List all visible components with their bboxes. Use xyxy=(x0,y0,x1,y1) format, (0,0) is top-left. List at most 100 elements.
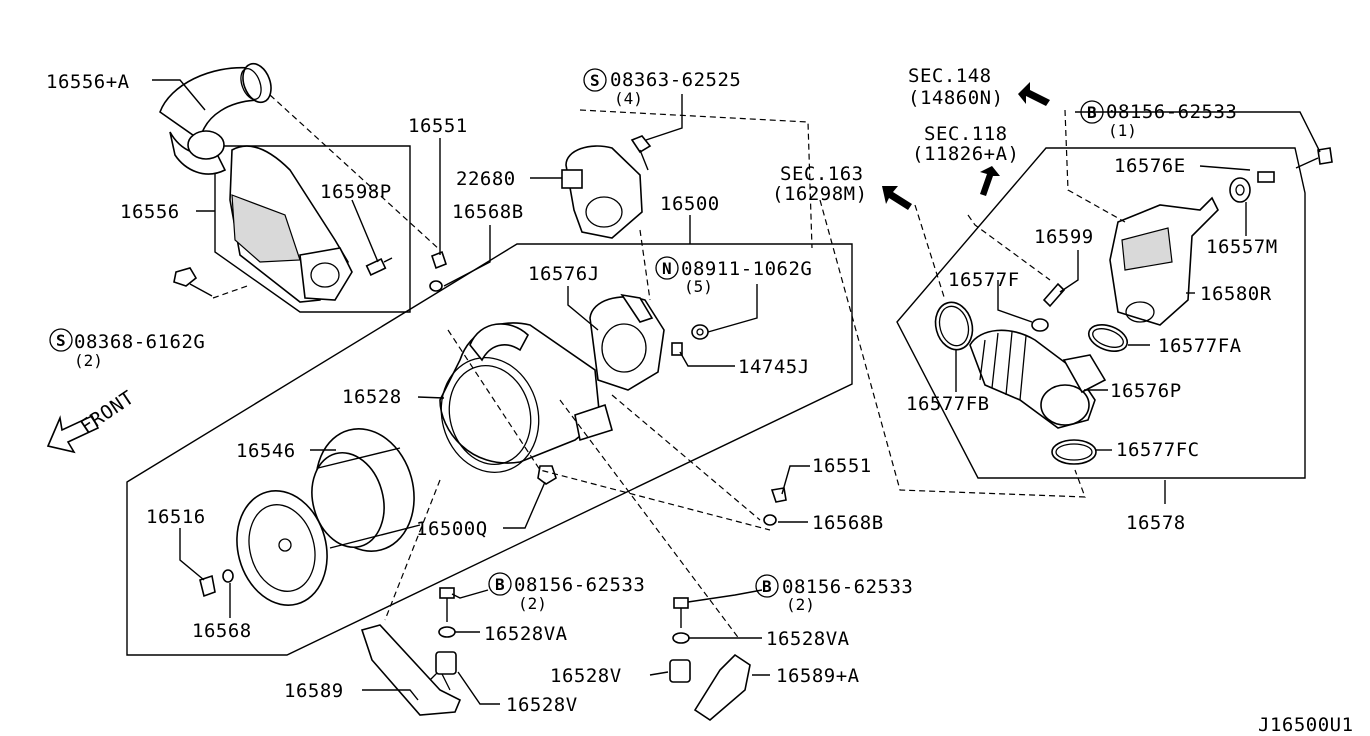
n-symbol-08911: N xyxy=(655,256,679,280)
label-16528VA-right[interactable]: 16528VA xyxy=(766,628,850,650)
resonator-group-frame xyxy=(896,147,1306,479)
qty-08156-group: (1) xyxy=(1108,121,1137,140)
air-cleaner-lid-16516[interactable] xyxy=(224,481,339,616)
intake-duct-16556[interactable] xyxy=(159,60,353,303)
label-22680[interactable]: 22680 xyxy=(456,168,516,190)
label-16556A[interactable]: 16556+A xyxy=(46,71,130,93)
bolt-08156-right[interactable] xyxy=(672,597,690,644)
label-16577FB[interactable]: 16577FB xyxy=(906,393,990,415)
label-16500Q[interactable]: 16500Q xyxy=(416,518,488,540)
svg-text:B: B xyxy=(495,575,505,594)
clip-16568[interactable] xyxy=(199,569,234,598)
dashed-link xyxy=(269,94,441,251)
label-08156-group[interactable]: 08156-62533 xyxy=(1106,101,1237,123)
air-cleaner-group-frame xyxy=(126,243,853,656)
air-cleaner-cover-16576J[interactable] xyxy=(589,293,665,391)
label-16599[interactable]: 16599 xyxy=(1034,226,1094,248)
label-08363-62525[interactable]: 08363-62525 xyxy=(610,69,741,91)
clamp-16577FC[interactable] xyxy=(1051,439,1097,465)
air-cleaner-case-16528[interactable] xyxy=(429,322,613,483)
label-16580R[interactable]: 16580R xyxy=(1200,283,1272,305)
s-symbol-08363: S xyxy=(583,68,607,92)
grommet-16500Q[interactable] xyxy=(537,465,557,485)
clamp-16577FA[interactable] xyxy=(1085,320,1131,356)
collar-16576E[interactable] xyxy=(1257,171,1275,183)
clamp-16577FB[interactable] xyxy=(930,298,977,354)
dashed-link xyxy=(559,399,741,641)
svg-text:N: N xyxy=(662,259,672,278)
qty-08156-right: (2) xyxy=(786,595,815,614)
label-sec148-sub[interactable]: (14860N) xyxy=(908,87,1004,109)
insulator-16528V-left[interactable] xyxy=(435,651,457,675)
bushing-16557M[interactable] xyxy=(1229,177,1251,203)
dashed-link xyxy=(967,214,1051,281)
label-sec148[interactable]: SEC.148 xyxy=(908,65,992,87)
bracket-16589A[interactable] xyxy=(693,653,751,722)
label-14745J[interactable]: 14745J xyxy=(738,356,810,378)
label-16568[interactable]: 16568 xyxy=(192,620,252,642)
diagram-code: J16500U1 xyxy=(1258,714,1354,736)
sensor-16598P[interactable] xyxy=(365,257,393,276)
label-sec118-sub[interactable]: (11826+A) xyxy=(912,143,1019,165)
s-symbol-08368: S xyxy=(49,328,73,352)
dashed-link xyxy=(1064,109,1126,223)
grommet-14745J[interactable] xyxy=(671,342,683,356)
label-08368-6162G[interactable]: 08368-6162G xyxy=(74,331,205,353)
label-16589A[interactable]: 16589+A xyxy=(776,665,860,687)
label-16578[interactable]: 16578 xyxy=(1126,512,1186,534)
label-sec118[interactable]: SEC.118 xyxy=(924,123,1008,145)
svg-text:B: B xyxy=(762,577,772,596)
airflow-sensor-22680[interactable] xyxy=(530,145,643,239)
qty-08368: (2) xyxy=(74,351,103,370)
bolt-08368[interactable] xyxy=(173,267,213,297)
label-16598P[interactable]: 16598P xyxy=(320,181,392,203)
label-16568B-lower[interactable]: 16568B xyxy=(812,512,884,534)
label-16556[interactable]: 16556 xyxy=(120,201,180,223)
label-16576P[interactable]: 16576P xyxy=(1110,380,1182,402)
label-16528[interactable]: 16528 xyxy=(342,386,402,408)
label-16568B-upper[interactable]: 16568B xyxy=(452,201,524,223)
front-label: FRONT xyxy=(76,387,138,439)
label-16500[interactable]: 16500 xyxy=(660,193,720,215)
label-08911-1062G[interactable]: 08911-1062G xyxy=(681,258,812,280)
label-sec163[interactable]: SEC.163 xyxy=(780,163,864,185)
dashed-link xyxy=(639,229,651,301)
bolt-08156-right-group[interactable] xyxy=(1295,147,1333,169)
dashed-link xyxy=(212,284,251,299)
label-16577FA[interactable]: 16577FA xyxy=(1158,335,1242,357)
b-symbol-08156-left: B xyxy=(488,572,512,596)
front-arrow xyxy=(46,414,100,454)
dashed-link xyxy=(611,394,761,521)
label-16546[interactable]: 16546 xyxy=(236,440,296,462)
label-16528VA-left[interactable]: 16528VA xyxy=(484,623,568,645)
label-16528V-right[interactable]: 16528V xyxy=(550,665,622,687)
label-16557M[interactable]: 16557M xyxy=(1206,236,1278,258)
label-16589[interactable]: 16589 xyxy=(284,680,344,702)
air-duct-16576P[interactable] xyxy=(969,329,1107,429)
dashed-link xyxy=(447,329,771,531)
hose-16599[interactable] xyxy=(1042,282,1066,308)
label-08156-left[interactable]: 08156-62533 xyxy=(514,574,645,596)
label-16577F[interactable]: 16577F xyxy=(948,269,1020,291)
label-16577FC[interactable]: 16577FC xyxy=(1116,439,1200,461)
washer-08911[interactable] xyxy=(691,324,709,340)
label-sec163-sub[interactable]: (16298M) xyxy=(772,183,868,205)
arrow-to-sec118 xyxy=(980,166,1000,196)
label-16576J[interactable]: 16576J xyxy=(528,263,600,285)
clip-16551-upper[interactable] xyxy=(429,250,447,292)
label-16576E[interactable]: 16576E xyxy=(1114,155,1186,177)
insulator-16528V-right[interactable] xyxy=(669,659,691,683)
screw-08363[interactable] xyxy=(630,135,652,171)
resonator-16580R[interactable] xyxy=(1109,196,1219,326)
label-08156-right[interactable]: 08156-62533 xyxy=(782,576,913,598)
dashed-link xyxy=(384,479,441,621)
filter-element-16546[interactable] xyxy=(302,418,428,563)
label-16516[interactable]: 16516 xyxy=(146,506,206,528)
leader-lines xyxy=(152,79,1321,705)
svg-text:S: S xyxy=(590,71,600,90)
clamp-16577F[interactable] xyxy=(1031,318,1049,332)
label-16551-upper[interactable]: 16551 xyxy=(408,115,468,137)
bolt-08156-left[interactable] xyxy=(438,587,456,638)
label-16528V-left[interactable]: 16528V xyxy=(506,694,578,716)
label-16551-lower[interactable]: 16551 xyxy=(812,455,872,477)
